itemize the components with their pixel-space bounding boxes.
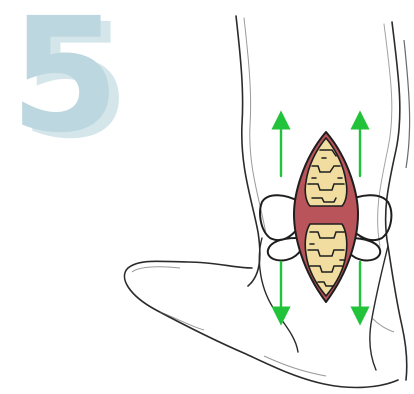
heel-contour-right <box>370 246 388 370</box>
calf-right-outline <box>386 22 407 380</box>
heel-contour-left <box>259 238 298 352</box>
